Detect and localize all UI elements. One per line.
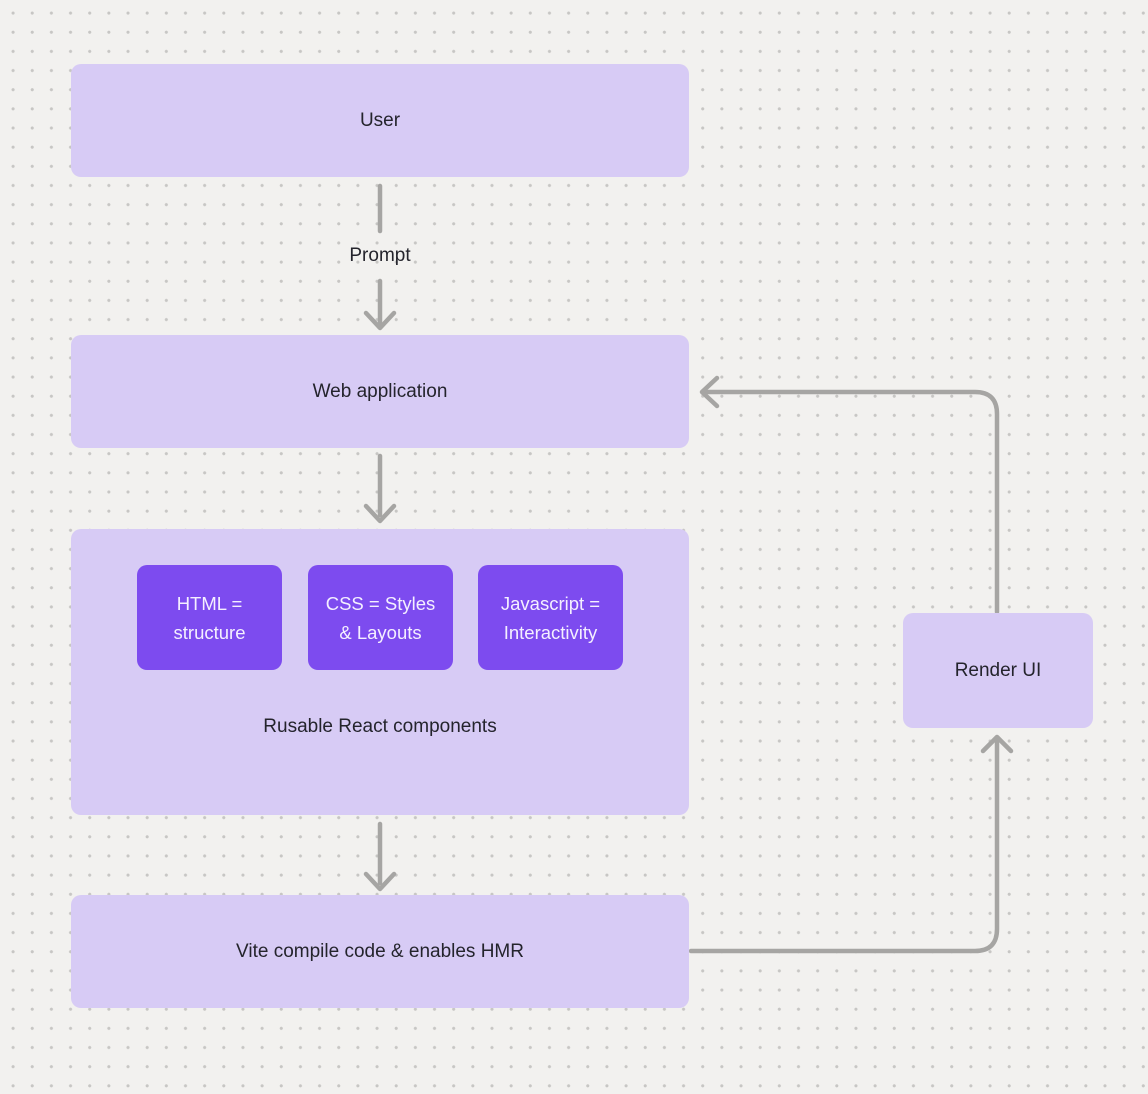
node-vite-compile[interactable]: Vite compile code & enables HMR	[71, 895, 689, 1008]
chip-html-line2: structure	[173, 621, 246, 643]
arrow-vite-to-renderui[interactable]	[688, 734, 1014, 954]
chip-css-line2: & Layouts	[339, 621, 422, 643]
arrow-shaft	[688, 738, 1000, 954]
arrow-components-to-vite[interactable]	[363, 821, 397, 892]
node-web-application[interactable]: Web application	[71, 335, 689, 448]
node-render-ui[interactable]: Render UI	[903, 613, 1093, 728]
chip-html-line1: HTML =	[176, 592, 243, 614]
arrow-shaft	[703, 389, 1000, 615]
node-vite-compile-label: Vite compile code & enables HMR	[236, 940, 524, 962]
node-render-ui-label: Render UI	[954, 659, 1042, 681]
node-user[interactable]: User	[71, 64, 689, 177]
arrow-head-up-icon	[980, 734, 1014, 754]
chip-js-line2: Interactivity	[503, 621, 598, 643]
node-user-label: User	[359, 109, 401, 131]
chip-css-styles[interactable]: CSS = Styles & Layouts	[308, 565, 453, 670]
node-web-application-label: Web application	[312, 380, 448, 402]
node-react-components-group[interactable]: HTML = structure CSS = Styles & Layouts …	[71, 529, 689, 815]
chip-css-line1: CSS = Styles	[325, 592, 436, 614]
arrow-head-down-icon	[363, 871, 397, 892]
arrow-head-left-icon	[699, 375, 720, 409]
edge-label-prompt: Prompt	[349, 245, 411, 266]
node-react-components-label: Rusable React components	[263, 716, 497, 737]
arrow-webapp-to-components[interactable]	[363, 453, 397, 524]
arrow-head-down-icon	[363, 503, 397, 524]
arrow-head-down-icon	[363, 310, 397, 331]
chip-html-structure[interactable]: HTML = structure	[137, 565, 282, 670]
arrow-renderui-to-webapp[interactable]	[699, 375, 1000, 615]
chip-javascript-interactivity[interactable]: Javascript = Interactivity	[478, 565, 623, 670]
chip-js-line1: Javascript =	[500, 592, 601, 614]
